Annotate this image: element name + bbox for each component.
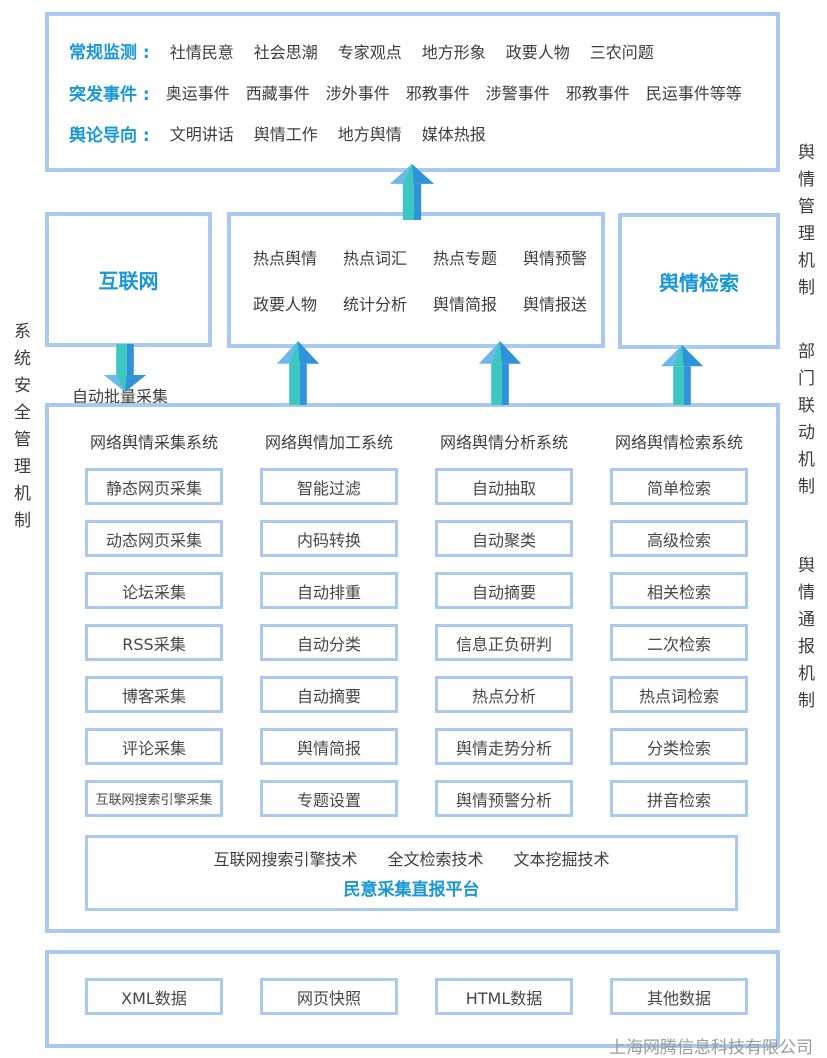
category-item: 涉外事件 bbox=[325, 84, 390, 103]
emergency-events-row: 突发事件 : 奥运事件 西藏事件 涉外事件 邪教事件 涉警事件 邪教事件 民运事… bbox=[69, 80, 776, 105]
module-cell: 相关检索 bbox=[610, 572, 748, 609]
module-cell: 热点分析 bbox=[435, 676, 573, 713]
auto-batch-collect-label: 自动批量采集 bbox=[72, 387, 169, 406]
collection-system-column: 网络舆情采集系统 静态网页采集 动态网页采集 论坛采集 RSS采集 博客采集 评… bbox=[85, 431, 223, 832]
module-cell: 简单检索 bbox=[610, 468, 748, 505]
hub-item: 政要人物 bbox=[253, 294, 318, 314]
category-item: 西藏事件 bbox=[245, 84, 310, 103]
category-item: 舆情工作 bbox=[253, 125, 318, 145]
right-mechanism-label-1: 舆情管理机制 bbox=[794, 143, 814, 305]
internet-label: 互联网 bbox=[98, 269, 159, 293]
hub-item: 热点舆情 bbox=[253, 249, 318, 269]
category-label: 舆论导向 : bbox=[69, 125, 150, 146]
module-cell: 舆情简报 bbox=[260, 728, 398, 765]
module-cell: 拼音检索 bbox=[610, 780, 748, 817]
category-item: 民运事件等等 bbox=[645, 84, 742, 103]
module-cell: RSS采集 bbox=[85, 624, 223, 661]
right-mechanism-label-3: 舆情通报机制 bbox=[794, 556, 814, 718]
module-cell: 内码转换 bbox=[260, 520, 398, 557]
module-cell: 自动分类 bbox=[260, 624, 398, 661]
module-cell: 动态网页采集 bbox=[85, 520, 223, 557]
hub-item: 统计分析 bbox=[343, 294, 408, 314]
retrieval-system-column: 网络舆情检索系统 简单检索 高级检索 相关检索 二次检索 热点词检索 分类检索 … bbox=[610, 431, 748, 832]
module-cell: 自动排重 bbox=[260, 572, 398, 609]
column-title: 网络舆情加工系统 bbox=[264, 433, 393, 452]
hotspot-summary-box: 热点舆情 热点词汇 热点专题 舆情预警 政要人物 统计分析 舆情简报 舆情报送 bbox=[227, 212, 605, 348]
hotspot-row: 热点舆情 热点词汇 热点专题 舆情预警 bbox=[253, 245, 601, 269]
technology-row: 互联网搜索引擎技术 全文检索技术 文本挖掘技术 bbox=[213, 846, 609, 870]
up-arrow-icon bbox=[660, 345, 704, 405]
category-item: 邪教事件 bbox=[405, 84, 470, 103]
platform-title: 民意采集直报平台 bbox=[343, 879, 480, 900]
category-item: 地方舆情 bbox=[337, 125, 402, 145]
module-cell: 静态网页采集 bbox=[85, 468, 223, 505]
hub-item: 热点词汇 bbox=[343, 249, 408, 269]
category-item: 地方形象 bbox=[421, 42, 486, 62]
data-cell: 网页快照 bbox=[260, 978, 398, 1015]
category-item: 三农问题 bbox=[589, 42, 654, 62]
category-item: 涉警事件 bbox=[485, 84, 550, 103]
module-cell: 自动聚类 bbox=[435, 520, 573, 557]
category-item: 媒体热报 bbox=[421, 125, 486, 145]
category-item: 社会思潮 bbox=[253, 42, 318, 62]
module-cell: 论坛采集 bbox=[85, 572, 223, 609]
category-item: 社情民意 bbox=[169, 42, 234, 62]
module-cell: 热点词检索 bbox=[610, 676, 748, 713]
hub-item: 舆情预警 bbox=[523, 249, 588, 269]
technology-item: 文本挖掘技术 bbox=[513, 850, 610, 870]
data-cell: HTML数据 bbox=[435, 978, 573, 1015]
column-title: 网络舆情检索系统 bbox=[614, 433, 743, 452]
module-cell: 二次检索 bbox=[610, 624, 748, 661]
down-arrow-icon bbox=[103, 344, 147, 392]
category-label: 突发事件 : bbox=[69, 84, 150, 105]
module-cell: 评论采集 bbox=[85, 728, 223, 765]
opinion-search-box: 舆情检索 bbox=[618, 213, 780, 349]
right-mechanism-label-2: 部门联动机制 bbox=[794, 342, 814, 504]
technology-item: 互联网搜索引擎技术 bbox=[213, 850, 358, 870]
data-cell: XML数据 bbox=[85, 978, 223, 1015]
module-cell: 信息正负研判 bbox=[435, 624, 573, 661]
column-title: 网络舆情分析系统 bbox=[439, 433, 568, 452]
monitoring-categories-box: 常规监测 : 社情民意 社会思潮 专家观点 地方形象 政要人物 三农问题 突发事… bbox=[45, 12, 780, 172]
technology-item: 全文检索技术 bbox=[387, 850, 484, 870]
report-row: 政要人物 统计分析 舆情简报 舆情报送 bbox=[253, 291, 601, 315]
regular-monitoring-row: 常规监测 : 社情民意 社会思潮 专家观点 地方形象 政要人物 三农问题 bbox=[69, 38, 776, 64]
up-arrow-icon bbox=[389, 164, 435, 220]
module-cell: 自动摘要 bbox=[260, 676, 398, 713]
module-cell: 自动摘要 bbox=[435, 572, 573, 609]
up-arrow-icon bbox=[276, 341, 320, 405]
opinion-guidance-row: 舆论导向 : 文明讲话 舆情工作 地方舆情 媒体热报 bbox=[69, 121, 776, 146]
company-watermark: 上海网腾信息科技有限公司 bbox=[609, 1038, 813, 1058]
up-arrow-icon bbox=[478, 341, 522, 405]
left-mechanism-label: 系统安全管理机制 bbox=[10, 322, 30, 538]
column-title: 网络舆情采集系统 bbox=[89, 433, 218, 452]
module-cell: 专题设置 bbox=[260, 780, 398, 817]
category-item: 政要人物 bbox=[505, 42, 570, 62]
category-item: 文明讲话 bbox=[169, 125, 234, 145]
hub-item: 热点专题 bbox=[433, 249, 498, 269]
internet-box: 互联网 bbox=[45, 212, 212, 347]
platform-box: 互联网搜索引擎技术 全文检索技术 文本挖掘技术 民意采集直报平台 bbox=[85, 835, 738, 911]
module-cell: 舆情预警分析 bbox=[435, 780, 573, 817]
hub-item: 舆情报送 bbox=[523, 294, 588, 314]
module-cell: 舆情走势分析 bbox=[435, 728, 573, 765]
module-cell: 博客采集 bbox=[85, 676, 223, 713]
module-cell: 互联网搜索引擎采集 bbox=[85, 780, 223, 817]
module-cell: 自动抽取 bbox=[435, 468, 573, 505]
category-item: 奥运事件 bbox=[165, 84, 230, 103]
analysis-system-column: 网络舆情分析系统 自动抽取 自动聚类 自动摘要 信息正负研判 热点分析 舆情走势… bbox=[435, 431, 573, 832]
data-cell: 其他数据 bbox=[610, 978, 748, 1015]
module-cell: 高级检索 bbox=[610, 520, 748, 557]
category-item: 邪教事件 bbox=[565, 84, 630, 103]
processing-system-column: 网络舆情加工系统 智能过滤 内码转换 自动排重 自动分类 自动摘要 舆情简报 专… bbox=[260, 431, 398, 832]
category-item: 专家观点 bbox=[337, 42, 402, 62]
category-label: 常规监测 : bbox=[69, 43, 150, 64]
module-cell: 分类检索 bbox=[610, 728, 748, 765]
hub-item: 舆情简报 bbox=[433, 294, 498, 314]
opinion-search-label: 舆情检索 bbox=[659, 270, 739, 295]
module-cell: 智能过滤 bbox=[260, 468, 398, 505]
